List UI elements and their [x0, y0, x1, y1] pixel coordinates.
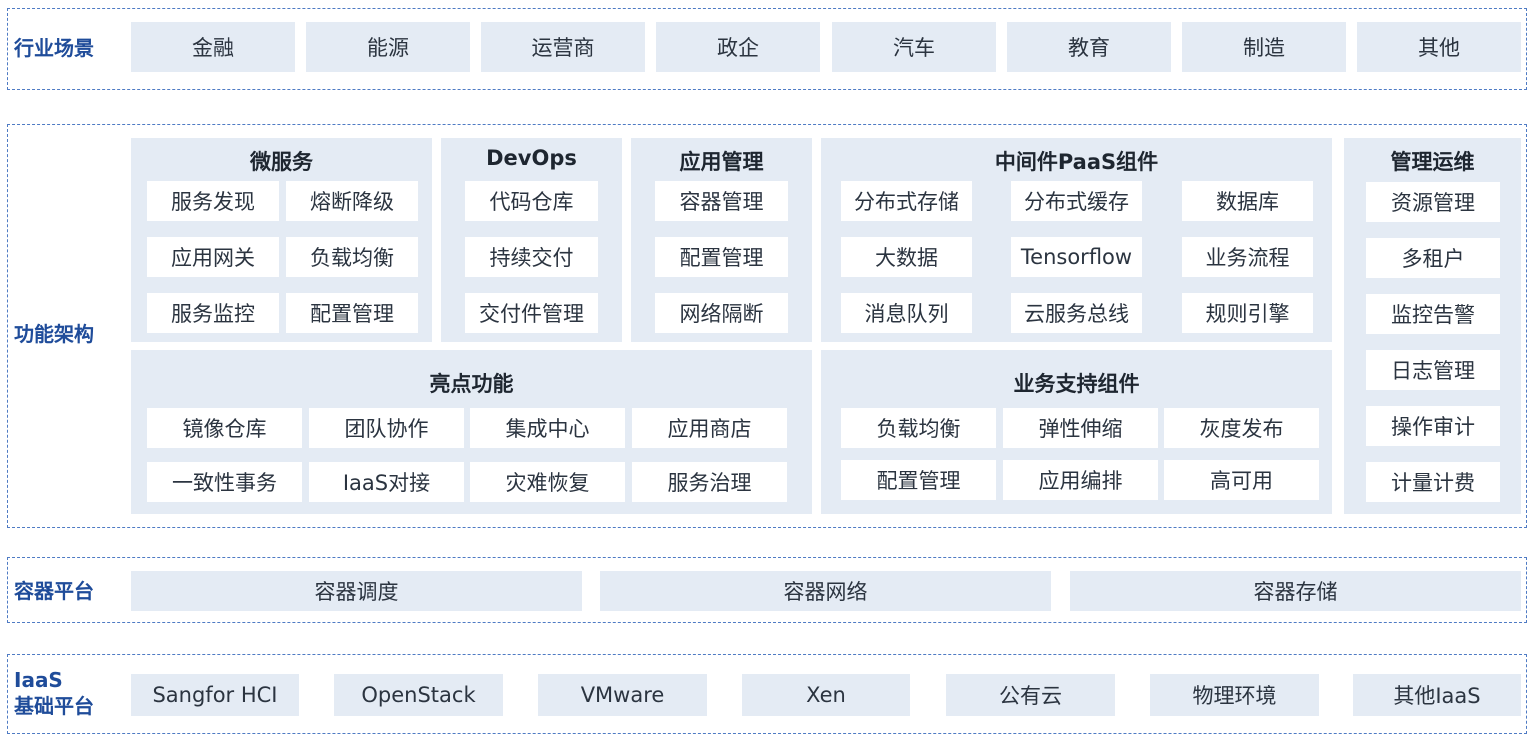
- devops-title: DevOps: [486, 146, 577, 170]
- middleware-title: 中间件PaaS组件: [994, 150, 1159, 174]
- container-layer: [7, 557, 1527, 623]
- microservice-item: 配置管理: [286, 293, 418, 333]
- highlights-item: IaaS对接: [309, 462, 464, 502]
- iaas-label-line2: 基础平台: [14, 694, 94, 718]
- industry-item: 汽车: [832, 22, 996, 72]
- ops-item: 计量计费: [1366, 462, 1500, 502]
- ops-item: 多租户: [1366, 238, 1500, 278]
- container-item: 容器网络: [600, 571, 1051, 611]
- industry-item: 其他: [1357, 22, 1521, 72]
- highlights-item: 应用商店: [632, 408, 787, 448]
- microservice-title: 微服务: [250, 150, 313, 174]
- industry-label: 行业场景: [14, 36, 94, 60]
- business-title: 业务支持组件: [1013, 372, 1140, 396]
- devops-panel: DevOps 代码仓库 持续交付 交付件管理: [441, 138, 622, 342]
- middleware-panel: 中间件PaaS组件 分布式存储 分布式缓存 数据库 大数据 Tensorflow…: [821, 138, 1332, 342]
- middleware-item: 业务流程: [1182, 237, 1313, 277]
- highlights-item: 镜像仓库: [147, 408, 302, 448]
- highlights-item: 一致性事务: [147, 462, 302, 502]
- industry-item: 政企: [656, 22, 820, 72]
- function-layer: [7, 124, 1527, 528]
- ops-item: 操作审计: [1366, 406, 1500, 446]
- ops-item: 监控告警: [1366, 294, 1500, 334]
- iaas-item: Sangfor HCI: [131, 674, 299, 716]
- devops-item: 代码仓库: [465, 181, 598, 221]
- appmgmt-title: 应用管理: [679, 150, 764, 174]
- microservice-item: 服务监控: [147, 293, 279, 333]
- microservice-panel: 微服务 服务发现 熔断降级 应用网关 负载均衡 服务监控 配置管理: [131, 138, 432, 342]
- ops-title: 管理运维: [1390, 150, 1475, 174]
- industry-item: 金融: [131, 22, 295, 72]
- business-item: 高可用: [1164, 460, 1319, 500]
- business-item: 应用编排: [1003, 460, 1158, 500]
- middleware-item: 消息队列: [841, 293, 972, 333]
- industry-item: 教育: [1007, 22, 1171, 72]
- highlights-item: 服务治理: [632, 462, 787, 502]
- ops-panel: 管理运维 资源管理 多租户 监控告警 日志管理 操作审计 计量计费: [1344, 138, 1521, 514]
- iaas-item: 其他IaaS: [1353, 674, 1521, 716]
- iaas-item: Xen: [742, 674, 910, 716]
- container-label: 容器平台: [14, 579, 94, 603]
- highlights-panel: 亮点功能 镜像仓库 团队协作 集成中心 应用商店 一致性事务 IaaS对接 灾难…: [131, 350, 812, 514]
- iaas-item: 物理环境: [1150, 674, 1319, 716]
- industry-item: 能源: [306, 22, 470, 72]
- middleware-item: 数据库: [1182, 181, 1313, 221]
- iaas-item: 公有云: [946, 674, 1115, 716]
- microservice-item: 应用网关: [147, 237, 279, 277]
- business-item: 灰度发布: [1164, 408, 1319, 448]
- highlights-item: 团队协作: [309, 408, 464, 448]
- industry-layer: [7, 8, 1527, 90]
- appmgmt-panel: 应用管理 容器管理 配置管理 网络隔断: [631, 138, 812, 342]
- middleware-item: 规则引擎: [1182, 293, 1313, 333]
- business-panel: 业务支持组件 负载均衡 弹性伸缩 灰度发布 配置管理 应用编排 高可用: [821, 350, 1332, 514]
- ops-item: 资源管理: [1366, 182, 1500, 222]
- devops-item: 持续交付: [465, 237, 598, 277]
- middleware-item: 大数据: [841, 237, 972, 277]
- middleware-item: Tensorflow: [1011, 237, 1142, 277]
- devops-item: 交付件管理: [465, 293, 598, 333]
- business-item: 弹性伸缩: [1003, 408, 1158, 448]
- appmgmt-item: 容器管理: [655, 181, 788, 221]
- appmgmt-item: 配置管理: [655, 237, 788, 277]
- highlights-title: 亮点功能: [429, 372, 514, 396]
- ops-item: 日志管理: [1366, 350, 1500, 390]
- iaas-label-line1: IaaS: [14, 668, 63, 692]
- middleware-item: 云服务总线: [1011, 293, 1142, 333]
- highlights-item: 集成中心: [470, 408, 625, 448]
- industry-item: 运营商: [481, 22, 645, 72]
- business-item: 负载均衡: [841, 408, 996, 448]
- middleware-item: 分布式存储: [841, 181, 972, 221]
- appmgmt-item: 网络隔断: [655, 293, 788, 333]
- container-item: 容器调度: [131, 571, 582, 611]
- iaas-layer: [7, 654, 1527, 734]
- highlights-item: 灾难恢复: [470, 462, 625, 502]
- middleware-item: 分布式缓存: [1011, 181, 1142, 221]
- iaas-item: VMware: [538, 674, 707, 716]
- business-item: 配置管理: [841, 460, 996, 500]
- iaas-item: OpenStack: [334, 674, 503, 716]
- function-label: 功能架构: [14, 322, 94, 346]
- industry-item: 制造: [1182, 22, 1346, 72]
- microservice-item: 负载均衡: [286, 237, 418, 277]
- container-item: 容器存储: [1070, 571, 1521, 611]
- microservice-item: 熔断降级: [286, 181, 418, 221]
- microservice-item: 服务发现: [147, 181, 279, 221]
